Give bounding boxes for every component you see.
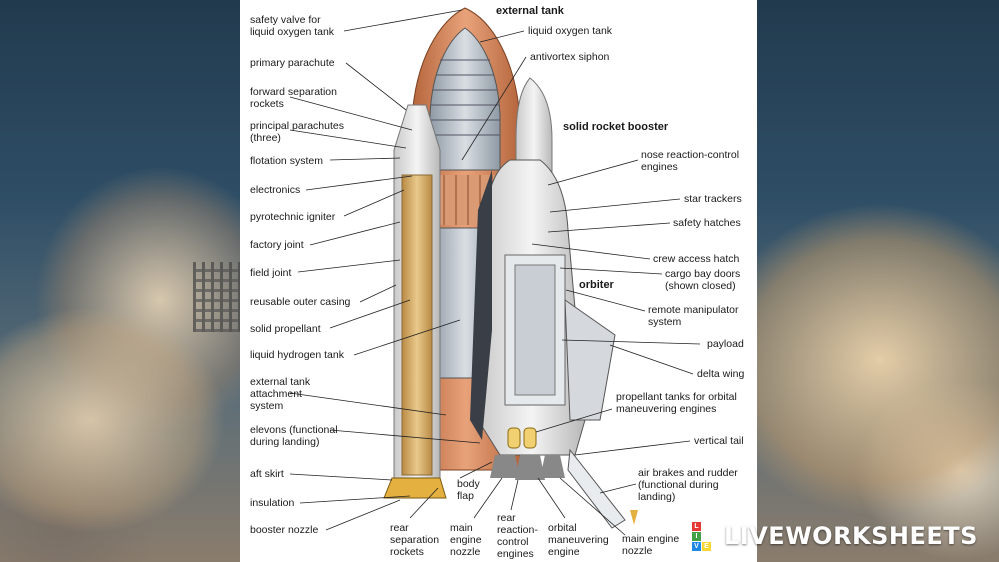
label-factory-joint: factory joint: [250, 239, 304, 251]
label-main-engine-nozzle-right: main engine nozzle: [622, 533, 680, 557]
label-elevons: elevons (functional during landing): [250, 424, 338, 448]
label-solid-propellant: solid propellant: [250, 323, 321, 335]
logo-letter-v: V: [692, 541, 701, 551]
label-electronics: electronics: [250, 184, 301, 196]
label-delta-wing: delta wing: [697, 368, 745, 380]
label-propellant-tanks-orbital: propellant tanks for orbital maneuvering…: [616, 391, 737, 415]
label-forward-separation-rockets: forward separation rockets: [250, 86, 337, 110]
heading-solid-rocket-booster: solid rocket booster: [563, 121, 669, 133]
label-star-trackers: star trackers: [684, 193, 742, 205]
label-pyrotechnic-igniter: pyrotechnic igniter: [250, 211, 336, 223]
label-insulation: insulation: [250, 497, 295, 509]
logo-letter-l: L: [692, 521, 701, 531]
logo-text: LIVEWORKSHEETS: [724, 522, 978, 550]
label-vertical-tail: vertical tail: [694, 435, 744, 447]
label-liquid-oxygen-tank: liquid oxygen tank: [528, 25, 613, 37]
label-remote-manipulator: remote manipulator system: [648, 304, 739, 328]
label-nose-reaction-control: nose reaction-control engines: [641, 149, 740, 173]
label-rear-reaction-control: rear reaction- control engines: [497, 512, 538, 560]
label-booster-nozzle: booster nozzle: [250, 524, 319, 536]
label-crew-access-hatch: crew access hatch: [653, 253, 740, 265]
liveworksheets-logo: L I V E LIVEWORKSHEETS: [692, 521, 978, 551]
label-cargo-bay-doors: cargo bay doors (shown closed): [665, 268, 741, 292]
label-field-joint: field joint: [250, 267, 292, 279]
label-primary-parachute: primary parachute: [250, 57, 335, 69]
launch-tower: [193, 262, 241, 332]
logo-mark: L I V E: [692, 521, 721, 551]
label-principal-parachutes: principal parachutes (three): [250, 120, 344, 144]
heading-external-tank: external tank: [496, 5, 564, 17]
label-body-flap: body flap: [457, 478, 480, 502]
heading-orbiter: orbiter: [579, 279, 614, 291]
label-main-engine-nozzle-left: main engine nozzle: [450, 522, 482, 558]
label-safety-hatches: safety hatches: [673, 217, 741, 229]
label-safety-valve: safety valve for liquid oxygen tank: [250, 14, 335, 38]
label-orbital-maneuvering-engine: orbital maneuvering engine: [548, 522, 609, 558]
label-air-brakes-rudder: air brakes and rudder (functional during…: [638, 467, 738, 503]
label-liquid-hydrogen-tank: liquid hydrogen tank: [250, 349, 344, 361]
label-external-tank-attachment: external tank attachment system: [250, 376, 311, 412]
label-rear-separation-rockets: rear separation rockets: [390, 522, 440, 558]
label-payload: payload: [707, 338, 744, 350]
label-antivortex-siphon: antivortex siphon: [530, 51, 610, 63]
label-flotation-system: flotation system: [250, 155, 323, 167]
logo-letter-e: E: [702, 541, 711, 551]
label-aft-skirt: aft skirt: [250, 468, 284, 480]
label-reusable-outer-casing: reusable outer casing: [250, 296, 351, 308]
logo-letter-i: I: [692, 531, 701, 541]
